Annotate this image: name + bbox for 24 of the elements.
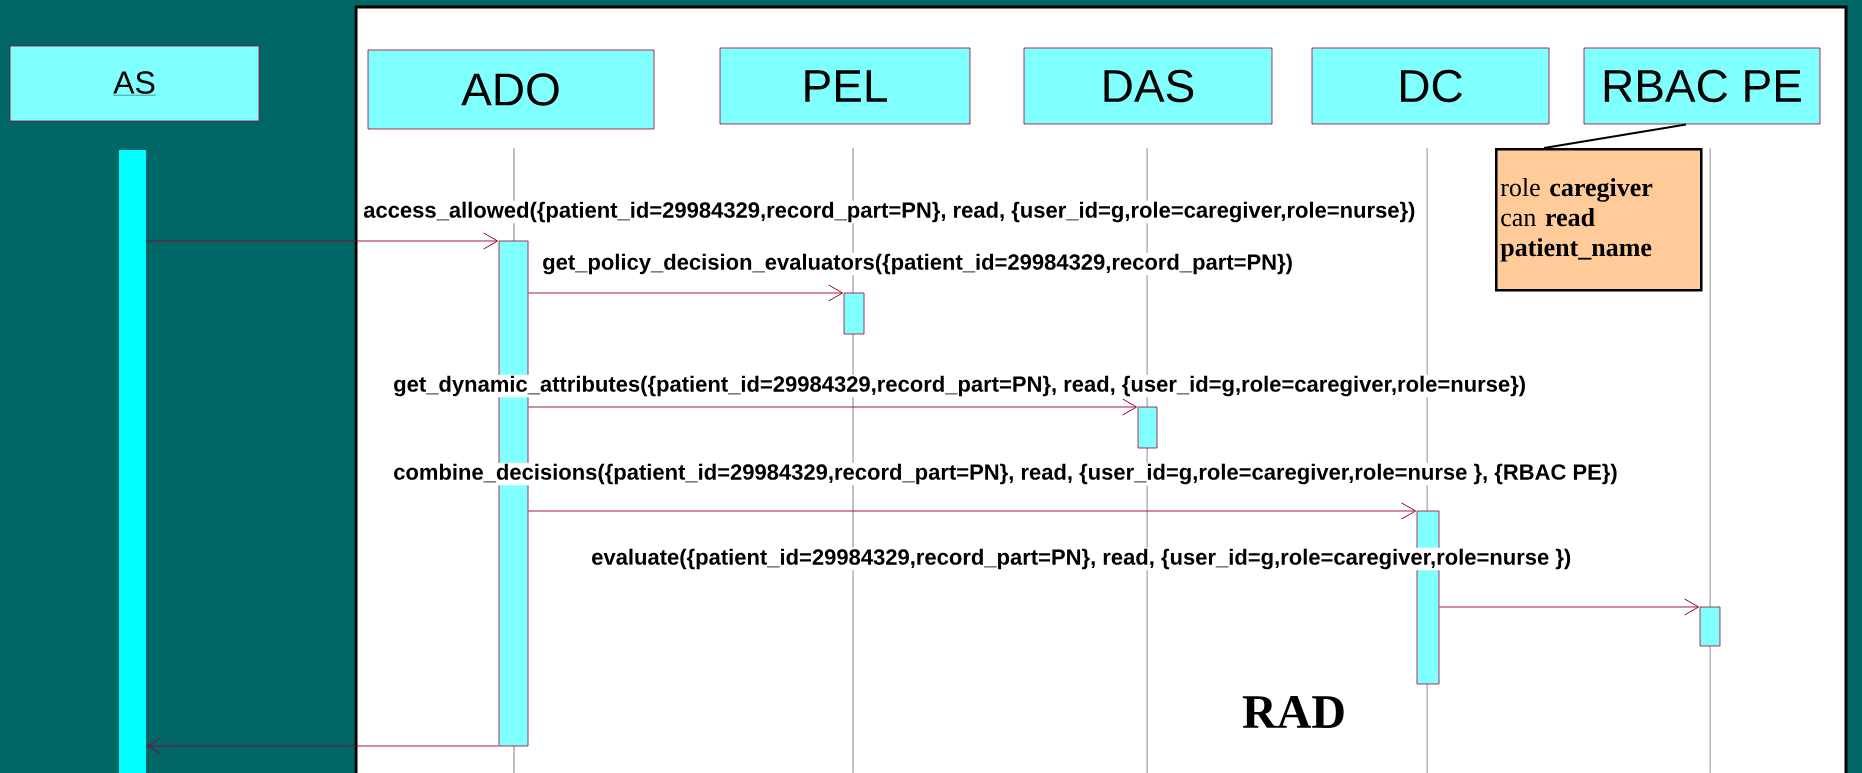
message-arrow xyxy=(527,284,844,302)
message-arrow xyxy=(527,398,1138,416)
participant-box: DAS xyxy=(1023,47,1273,125)
message-arrow xyxy=(527,502,1417,520)
activation-bar xyxy=(843,292,865,335)
message-label: access_allowed({patient_id=29984329,record_part=PN}, read, {user_id=g,role=caregiver,role=nurse}) xyxy=(362,200,1417,224)
message-arrow xyxy=(145,232,499,250)
activation-bar xyxy=(1137,406,1158,449)
activation-bar xyxy=(1699,606,1721,647)
participant-box: ADO xyxy=(367,49,655,130)
participant-box: AS xyxy=(9,45,260,122)
participant-box: PEL xyxy=(719,47,971,125)
message-label: get_dynamic_attributes({patient_id=29984329,record_part=PN}, read, {user_id=g,role=caregiver,role=nurse}) xyxy=(392,374,1528,398)
participant-box: RBAC PE xyxy=(1583,47,1821,125)
participant-box: DC xyxy=(1311,47,1550,125)
leader-line xyxy=(1543,123,1687,149)
message-label: get_policy_decision_evaluators({patient_id=29984329,record_part=PN}) xyxy=(541,252,1294,276)
message-label: combine_decisions({patient_id=29984329,record_part=PN}, read, {user_id=g,role=caregiver,role=nurse }, {RBAC PE}) xyxy=(392,462,1619,486)
message-arrow xyxy=(1438,598,1700,616)
message-label: evaluate({patient_id=29984329,record_part=PN}, read, {user_id=g,role=caregiver,role=nurse }) xyxy=(590,547,1573,571)
message-arrow xyxy=(146,737,500,755)
note-box: role caregiver can read patient_name xyxy=(1495,148,1703,292)
text-label: RAD xyxy=(1242,696,1344,728)
activation-bar xyxy=(119,150,146,773)
